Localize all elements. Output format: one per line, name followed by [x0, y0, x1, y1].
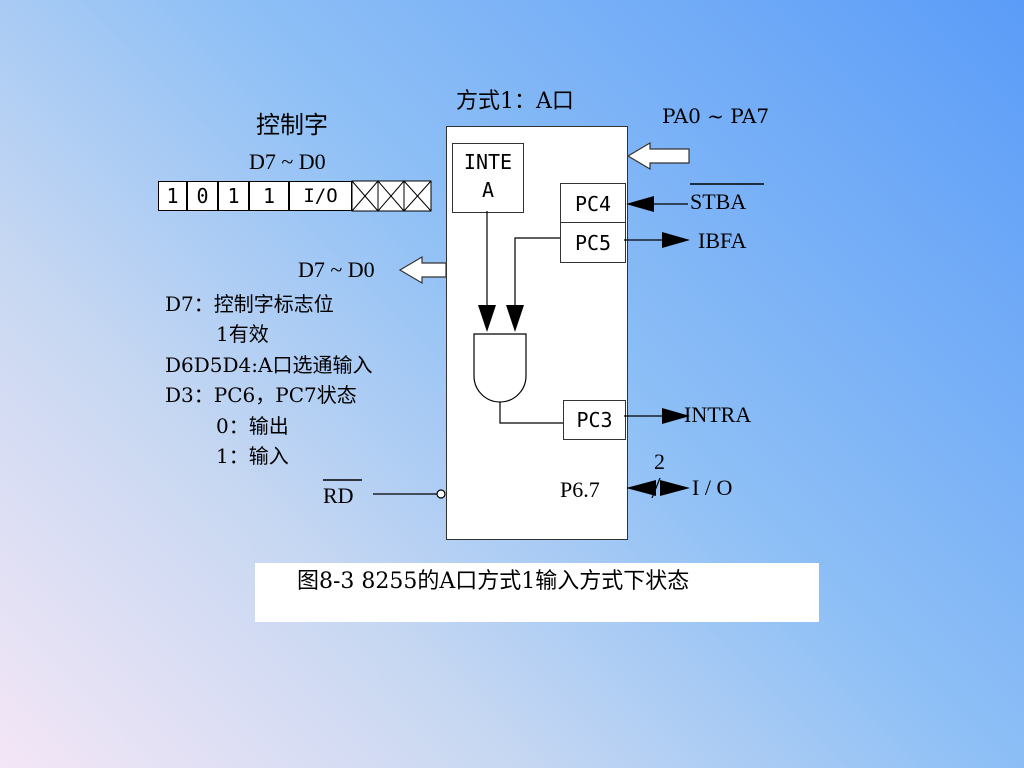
- inte-a-box: INTE A: [452, 143, 524, 213]
- intra-arrow: [662, 408, 690, 424]
- control-word-bit-d6: 0: [187, 181, 218, 211]
- note-input: 1：输入: [216, 444, 289, 468]
- note-d7: D7：控制字标志位: [165, 292, 334, 316]
- pc5-down-arrow: [506, 305, 524, 332]
- io-left-arrow: [626, 480, 656, 496]
- inte-down-arrow: [478, 305, 496, 332]
- figure-caption: 图8-3 8255的A口方式1输入方式下状态: [297, 569, 690, 594]
- inte-label-line2: A: [481, 178, 495, 202]
- control-word-bit-d4: 1: [249, 181, 289, 211]
- note-output: 0：输出: [216, 414, 289, 438]
- bus-width-slash: [651, 477, 661, 499]
- pc5-pin-box: PC5: [560, 222, 626, 263]
- pc4-label: PC4: [574, 191, 612, 216]
- io-label: I / O: [692, 475, 733, 500]
- figure-caption-box: 图8-3 8255的A口方式1输入方式下状态: [255, 563, 819, 622]
- rd-inversion-bubble: [436, 489, 446, 499]
- bus-width-label: 2: [654, 449, 665, 474]
- ibfa-arrow: [662, 232, 690, 248]
- io-right-arrow: [660, 480, 690, 496]
- gate-output-wire: [499, 402, 563, 424]
- pc5-label: PC5: [574, 230, 612, 255]
- p67-label: P6.7: [560, 477, 600, 502]
- note-d3: D3：PC6，PC7状态: [165, 383, 357, 407]
- control-word-bit-d3: I/O: [289, 181, 352, 211]
- control-word-range: D7 ~ D0: [249, 149, 326, 174]
- intra-label: INTRA: [684, 402, 752, 427]
- control-word-bit-d5: 1: [218, 181, 249, 211]
- data-out-label: D7 ~ D0: [298, 257, 375, 282]
- stba-label: STBA: [690, 189, 747, 214]
- note-d6d5d4: D6D5D4:A口选通输入: [165, 353, 373, 377]
- pc3-pin-box: PC3: [563, 400, 626, 440]
- ibfa-label: IBFA: [698, 228, 747, 253]
- control-word-title: 控制字: [256, 111, 328, 139]
- rd-label: RD: [323, 483, 354, 508]
- data-output-arrow: [398, 255, 447, 285]
- note-d7-valid: 1有效: [216, 322, 269, 346]
- pa-label: PA0 ~ PA7: [662, 104, 770, 128]
- inte-label-line1: INTE: [463, 150, 513, 174]
- pc3-label: PC3: [576, 408, 613, 432]
- control-word-crossed-cells: [351, 180, 432, 212]
- control-word-bit-d7: 1: [158, 181, 187, 211]
- pa-input-arrow: [626, 141, 690, 171]
- pc5-feedback-wire: [514, 237, 560, 305]
- mode-label: 方式1：A口: [456, 89, 574, 114]
- and-gate: [473, 333, 527, 403]
- stba-arrow: [626, 196, 654, 212]
